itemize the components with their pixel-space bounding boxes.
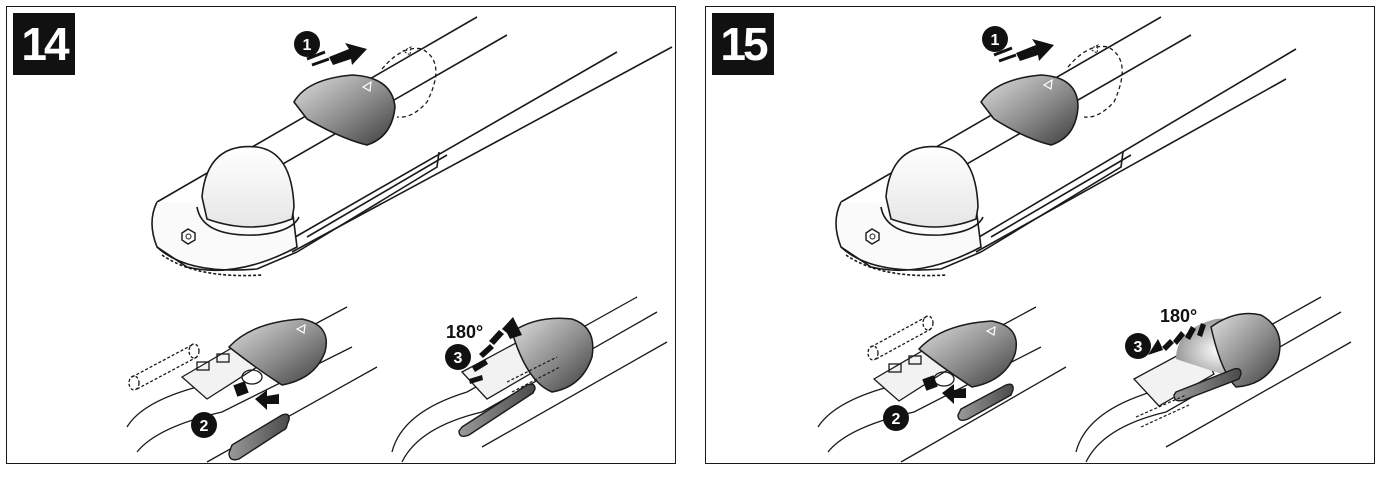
- hex-key-socket: [922, 375, 938, 391]
- lever-ghost: [1135, 394, 1190, 428]
- detail-insert-key: [817, 306, 1067, 463]
- rotation-angle-label: 180°: [446, 322, 483, 342]
- release-knob-detail: [227, 318, 327, 386]
- knob-arrow-mark: [1042, 78, 1053, 90]
- lever-ghost: [506, 356, 561, 393]
- step-3-marker: 3: [445, 344, 471, 370]
- step-2-marker: 2: [883, 405, 909, 431]
- actuator-body: [151, 16, 673, 277]
- crank-lever: [957, 383, 1014, 422]
- svg-text:2: 2: [892, 411, 901, 428]
- release-knob: [293, 74, 396, 146]
- hex-key-socket: [233, 381, 249, 397]
- rotate-arrow-icon: [1148, 323, 1206, 355]
- arrow-right-icon: [306, 43, 367, 67]
- figure-number: 14: [13, 13, 75, 75]
- svg-text:1: 1: [991, 32, 1000, 49]
- actuator-body: [835, 16, 1297, 277]
- step-2-marker: 2: [191, 412, 217, 438]
- release-knob: [980, 74, 1079, 146]
- figure-15-illustration: 1 2: [817, 16, 1352, 463]
- step-1-marker: 1: [982, 26, 1008, 52]
- svg-text:3: 3: [454, 350, 463, 367]
- release-knob-rotated: [511, 317, 594, 393]
- arrow-left-icon: [255, 390, 279, 410]
- figure-15-panel: 15: [705, 6, 1375, 464]
- detail-knob-arrow-mark: [985, 325, 996, 336]
- step-1-marker: 1: [294, 31, 320, 57]
- knob-arrow-mark: [361, 80, 372, 92]
- detail-rotate: [391, 296, 668, 463]
- ghost-arrow-mark: [1088, 44, 1099, 54]
- figure-number: 15: [712, 13, 774, 75]
- figure-14-panel: 14: [6, 6, 676, 464]
- step-3-marker: 3: [1125, 333, 1151, 359]
- svg-text:1: 1: [303, 37, 312, 54]
- release-knob-detail: [917, 320, 1017, 388]
- crank-lever: [228, 413, 290, 461]
- arrow-right-icon: [993, 39, 1054, 63]
- hex-bolt-icon: [181, 228, 196, 245]
- detail-knob-arrow-mark: [295, 323, 306, 334]
- crank-lever-rotated: [1173, 367, 1242, 402]
- svg-text:2: 2: [200, 418, 209, 435]
- knob-ghost-outline: [1067, 45, 1123, 118]
- ghost-arrow-mark: [401, 46, 412, 56]
- crank-lever-rotated: [458, 383, 536, 438]
- knob-ghost-outline: [381, 47, 437, 118]
- svg-text:3: 3: [1134, 339, 1143, 356]
- arrow-left-icon: [942, 384, 966, 404]
- rotation-angle-label: 180°: [1160, 306, 1197, 326]
- figure-14-illustration: 1 2: [126, 16, 673, 463]
- rotate-arrow-icon: [469, 317, 522, 384]
- hex-bolt-icon: [865, 228, 880, 245]
